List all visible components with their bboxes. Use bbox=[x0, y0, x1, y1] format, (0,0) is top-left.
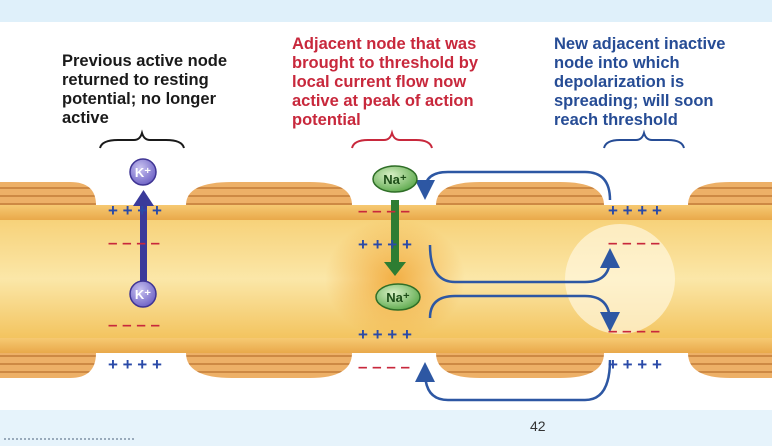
svg-text:Na⁺: Na⁺ bbox=[383, 172, 407, 187]
svg-text:K⁺: K⁺ bbox=[135, 287, 151, 302]
myelin-sheath bbox=[0, 353, 772, 378]
k-efflux-arrow-icon bbox=[133, 190, 154, 284]
footer-dots bbox=[4, 438, 134, 444]
charge-mid-outer-top: – – – – bbox=[358, 201, 410, 220]
charge-left-outer-bottom: + + + + bbox=[108, 355, 162, 374]
top-band bbox=[0, 0, 772, 22]
na-influx-arrow-icon bbox=[384, 200, 406, 276]
svg-text:Na⁺: Na⁺ bbox=[386, 290, 410, 305]
charge-right-inner-bottom: – – – – bbox=[608, 321, 660, 340]
new-node-label: New adjacent inactive node into which de… bbox=[554, 35, 726, 129]
k-ion-icon: K⁺ bbox=[129, 280, 157, 308]
membrane-top bbox=[0, 205, 772, 220]
na-ion-icon: Na⁺ bbox=[372, 165, 418, 193]
inactive-node-region bbox=[565, 224, 675, 334]
k-ion-icon: K⁺ bbox=[129, 158, 157, 186]
myelin-sheath bbox=[0, 182, 772, 205]
charge-mid-inner-top: + + + + bbox=[358, 235, 412, 254]
charge-right-outer-bottom: + + + + bbox=[608, 355, 662, 374]
bracket-icon bbox=[99, 129, 185, 149]
bracket-icon bbox=[351, 129, 433, 149]
charge-right-inner-top: – – – – bbox=[608, 233, 660, 252]
charge-left-inner-top: – – – – bbox=[108, 233, 160, 252]
bracket-icon bbox=[603, 129, 685, 149]
charge-right-outer-top: + + + + bbox=[608, 201, 662, 220]
charge-left-outer-top: + + + + bbox=[108, 201, 162, 220]
svg-text:K⁺: K⁺ bbox=[135, 165, 151, 180]
membrane-bottom bbox=[0, 338, 772, 353]
charge-mid-inner-bottom: + + + + bbox=[358, 325, 412, 344]
adjacent-node-label: Adjacent node that was brought to thresh… bbox=[292, 35, 479, 129]
previous-node-label: Previous active node returned to resting… bbox=[62, 52, 228, 127]
local-current-arrow-icon bbox=[415, 170, 620, 402]
charge-left-inner-bottom: – – – – bbox=[108, 315, 160, 334]
page-number: 42 bbox=[530, 418, 546, 434]
charge-mid-outer-bottom: – – – – bbox=[358, 357, 410, 376]
na-ion-icon: Na⁺ bbox=[375, 283, 421, 311]
